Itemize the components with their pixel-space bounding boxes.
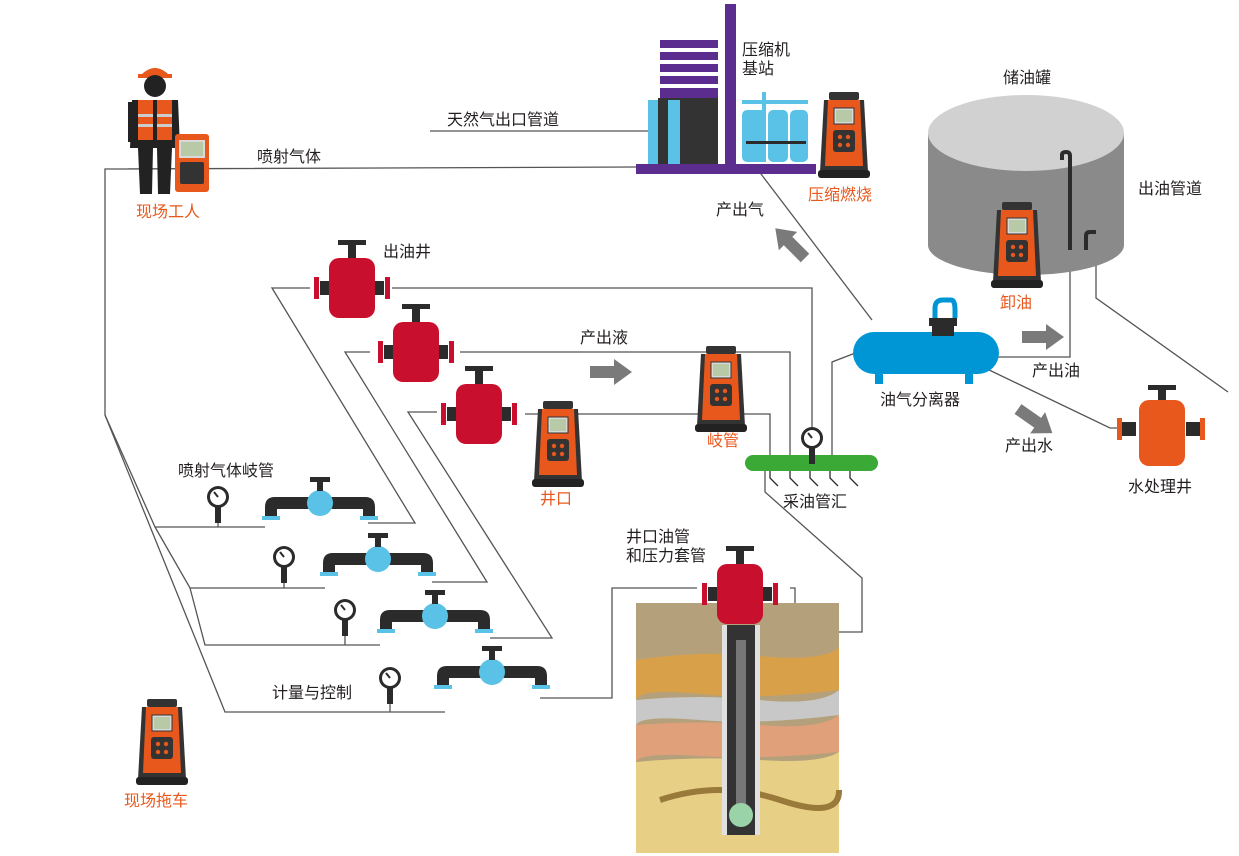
oil-unloading-label: 卸油 — [1000, 293, 1033, 312]
compressor-station-label: 压缩机 基站 — [742, 40, 791, 79]
gas-detector-manifold-icon — [694, 345, 748, 433]
oil-well-valve-3-icon — [441, 366, 517, 444]
compressor-station — [636, 4, 816, 174]
oil-well-valve-2-icon — [378, 304, 454, 382]
water-output-label: 产出水 — [1005, 436, 1054, 455]
metering-control-label: 计量与控制 — [272, 683, 353, 702]
separator-label: 油气分离器 — [880, 390, 961, 409]
pressure-gauge-4-icon — [378, 666, 402, 705]
gas-outlet-pipeline-label: 天然气出口管道 — [447, 110, 560, 129]
produced-fluid-label: 产出液 — [580, 328, 629, 347]
oil-output-arrow-icon — [1022, 324, 1064, 350]
pressure-gauge-2-icon — [272, 545, 296, 584]
pressure-gauge-1-icon — [206, 485, 230, 524]
pressure-gauge-3-icon — [333, 598, 357, 637]
gathering-manifold-label: 采油管汇 — [783, 492, 848, 511]
gas-detector-unloading-icon — [990, 201, 1044, 289]
storage-tank-label: 储油罐 — [1003, 68, 1052, 87]
water-disposal-well-label: 水处理井 — [1128, 477, 1193, 496]
gas-detector-trailer-icon — [135, 698, 189, 786]
gas-output-arrow-icon — [766, 219, 815, 268]
worker-icon — [128, 68, 209, 194]
injection-gas-manifold-label: 喷射气体岐管 — [178, 461, 275, 480]
injection-meter-valve-1-icon — [262, 477, 378, 520]
oil-well-valve-icon — [314, 240, 390, 318]
oil-well-label: 出油井 — [383, 242, 432, 261]
injection-meter-valve-2-icon — [320, 533, 436, 576]
oil-output-label: 产出油 — [1032, 361, 1081, 380]
gas-detector-compressor-icon — [817, 91, 871, 179]
wellbore-ground — [636, 603, 843, 853]
pipe-lines — [104, 130, 1229, 713]
produced-fluid-arrow-icon — [590, 359, 632, 385]
water-disposal-valve-icon — [1117, 385, 1205, 466]
injection-meter-valve-3-icon — [377, 590, 493, 633]
compressor-flare-label: 压缩燃烧 — [808, 185, 873, 204]
oil-outlet-pipeline-label: 出油管道 — [1138, 179, 1203, 198]
field-worker-label: 现场工人 — [136, 202, 201, 221]
injection-meter-valve-4-icon — [434, 646, 550, 689]
injection-gas-label: 喷射气体 — [257, 147, 322, 166]
manifold-label: 岐管 — [707, 431, 740, 450]
gas-output-label: 产出气 — [716, 200, 765, 219]
wellhead-label: 井口 — [540, 489, 573, 508]
gas-detector-wellhead-icon — [531, 400, 585, 488]
field-trailer-label: 现场拖车 — [124, 791, 189, 810]
tubing-casing-label: 井口油管 和压力套管 — [626, 527, 707, 566]
oil-gas-separator — [853, 297, 999, 384]
